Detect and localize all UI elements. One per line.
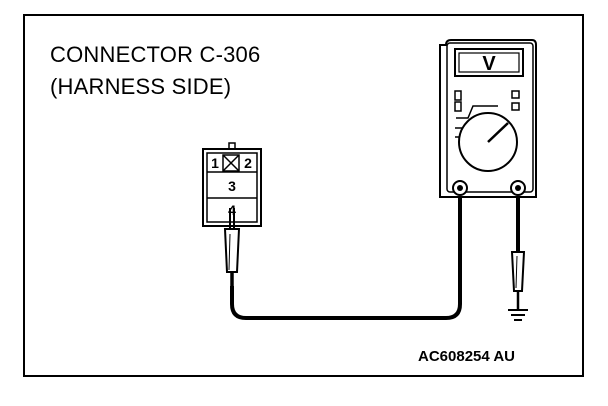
pin-3-label: 3 xyxy=(228,178,236,194)
voltmeter: V xyxy=(439,39,537,198)
right-button-icon xyxy=(511,90,520,99)
figure-reference-code: AC608254 AU xyxy=(418,348,515,365)
test-probe xyxy=(223,208,241,286)
dial-pointer xyxy=(487,122,509,143)
test-lead-wire xyxy=(230,190,462,320)
connector-subtitle: (HARNESS SIDE) xyxy=(50,74,232,99)
diagram-frame xyxy=(23,14,584,377)
connector-title: CONNECTOR C-306 xyxy=(50,42,261,67)
connector-c306: 1 2 3 4 xyxy=(202,142,262,227)
pin-2-label: 2 xyxy=(244,155,252,171)
ground-icon xyxy=(508,309,528,321)
left-button-icon xyxy=(454,90,462,101)
voltage-symbol: V xyxy=(482,53,496,75)
pin-1-label: 1 xyxy=(211,155,219,171)
pin-4-label: 4 xyxy=(228,202,236,218)
ground-lead xyxy=(510,196,526,310)
